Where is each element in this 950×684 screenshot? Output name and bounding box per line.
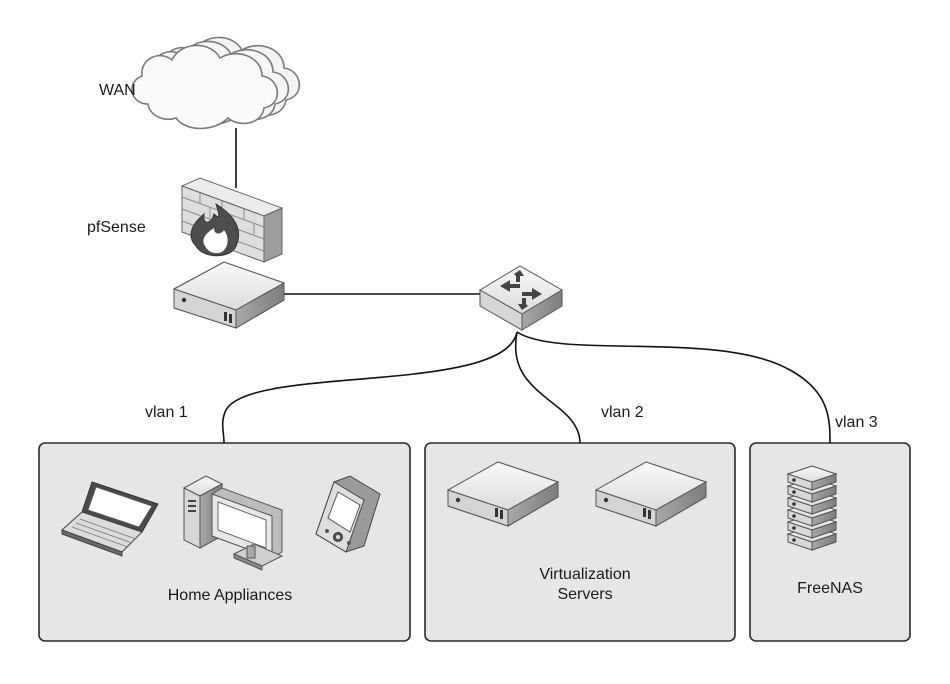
router-icon (172, 261, 286, 329)
group-home-appliances-label: Home Appliances (167, 587, 293, 604)
cloud-icon (131, 36, 301, 130)
firewall-icon (180, 177, 284, 263)
group-virtualization-servers (424, 442, 736, 642)
laptop-icon (61, 481, 159, 557)
vlan2-label: vlan 2 (601, 404, 644, 421)
link-switch-vlan1 (221, 331, 518, 444)
firewall-label: pfSense (87, 219, 146, 236)
vlan3-label: vlan 3 (835, 414, 878, 431)
link-switch-vlan3 (516, 331, 831, 444)
pda-icon (315, 475, 381, 553)
wan-label: WAN (99, 82, 136, 99)
group-virtualization-servers-label: Virtualization Servers (539, 566, 631, 603)
desktop-icon (182, 475, 284, 571)
link-switch-vlan2 (514, 331, 581, 444)
vlan1-label: vlan 1 (145, 404, 188, 421)
group-freenas-label: FreeNAS (797, 580, 863, 597)
nas-rack-icon (786, 465, 838, 551)
switch-icon (479, 265, 563, 331)
